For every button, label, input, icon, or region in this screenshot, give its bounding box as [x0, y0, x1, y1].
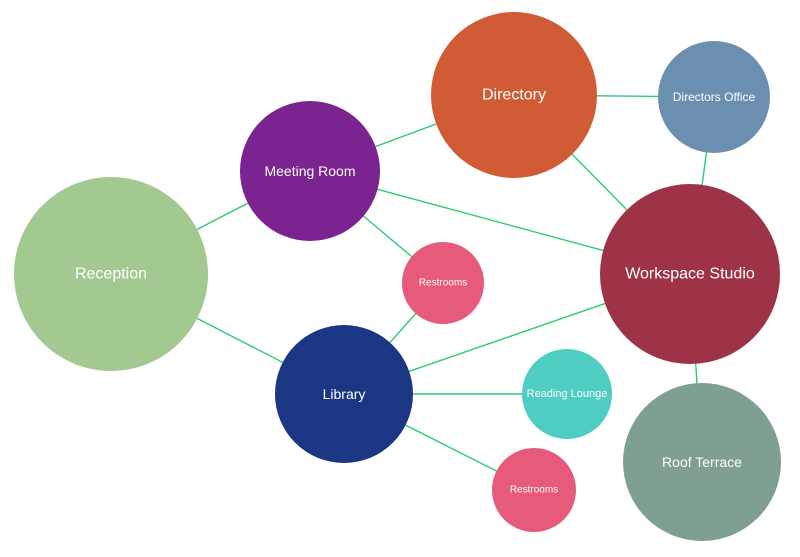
node-label-reading-lounge: Reading Lounge [527, 388, 608, 400]
node-label-library: Library [323, 386, 366, 402]
node-workspace-studio[interactable]: Workspace Studio [600, 184, 780, 364]
node-circle-directory[interactable] [431, 12, 597, 178]
node-roof-terrace[interactable]: Roof Terrace [623, 383, 781, 541]
node-label-reception: Reception [75, 266, 147, 283]
node-circle-library[interactable] [275, 325, 413, 463]
node-meeting-room[interactable]: Meeting Room [240, 101, 380, 241]
node-label-restrooms-1: Restrooms [419, 278, 467, 289]
node-label-roof-terrace: Roof Terrace [662, 454, 742, 470]
node-circle-directors-office[interactable] [658, 41, 770, 153]
node-circle-workspace-studio[interactable] [600, 184, 780, 364]
node-layer: Reception Meeting Room Directory Directors … [14, 12, 781, 541]
node-library[interactable]: Library [275, 325, 413, 463]
node-directors-office[interactable]: Directors Office [658, 41, 770, 153]
node-label-workspace-studio: Workspace Studio [625, 266, 755, 283]
node-reception[interactable]: Reception [14, 177, 208, 371]
node-restrooms-2[interactable]: Restrooms [492, 448, 576, 532]
node-circle-restrooms-2[interactable] [492, 448, 576, 532]
node-circle-roof-terrace[interactable] [623, 383, 781, 541]
node-label-directory: Directory [482, 87, 546, 104]
node-directory[interactable]: Directory [431, 12, 597, 178]
node-circle-reception[interactable] [14, 177, 208, 371]
node-circle-meeting-room[interactable] [240, 101, 380, 241]
node-label-directors-office: Directors Office [673, 90, 756, 104]
node-circle-reading-lounge[interactable] [522, 349, 612, 439]
node-label-restrooms-2: Restrooms [510, 485, 558, 496]
node-restrooms-1[interactable]: Restrooms [402, 242, 484, 324]
node-reading-lounge[interactable]: Reading Lounge [522, 349, 612, 439]
node-circle-restrooms-1[interactable] [402, 242, 484, 324]
node-label-meeting-room: Meeting Room [264, 163, 355, 179]
